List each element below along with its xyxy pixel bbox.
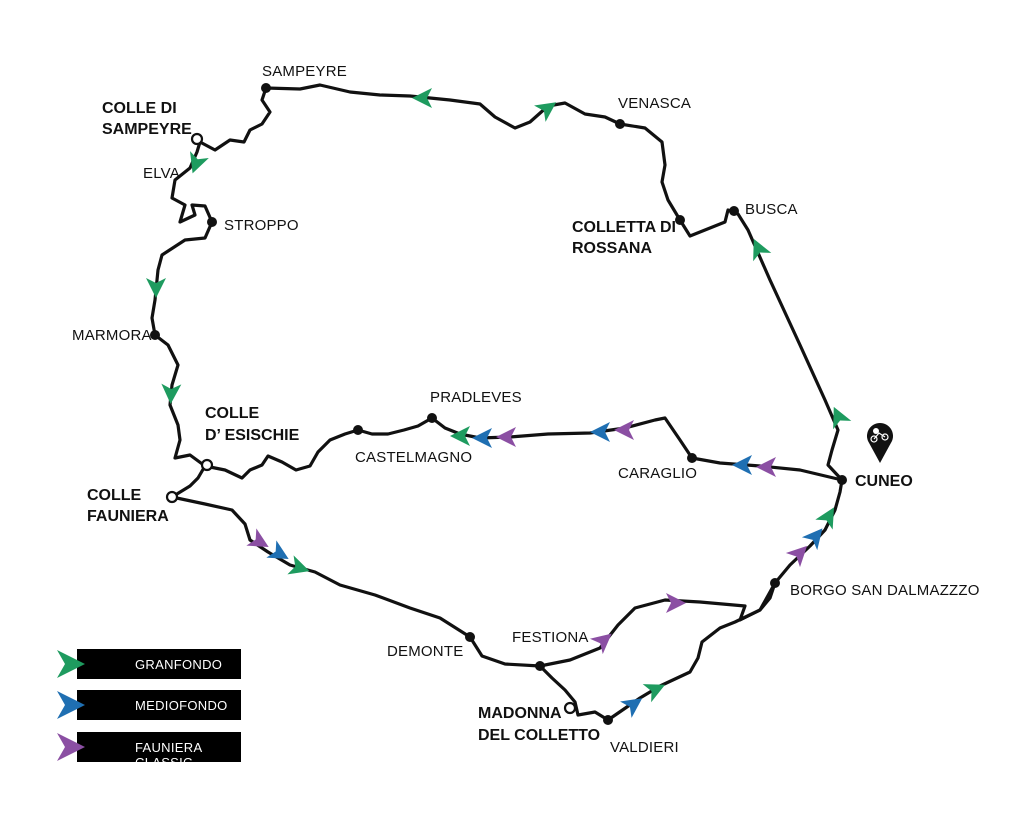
- green-arrow-icon: [412, 88, 432, 108]
- town-dot-castelmagno: [353, 425, 363, 435]
- legend-label: GRANFONDO: [135, 657, 223, 672]
- purple-arrow-icon: [246, 528, 269, 547]
- purple-arrow-icon: [666, 593, 686, 613]
- route-festiona-borgo: [538, 581, 777, 668]
- legend-item-granfondo: GRANFONDO: [55, 648, 241, 680]
- cyclist-location-pin-icon: [867, 423, 893, 463]
- legend-item-mediofondo: MEDIOFONDO: [55, 689, 241, 721]
- green-arrow-icon: [190, 151, 209, 174]
- pass-marker-madonna: [563, 701, 577, 715]
- label-castelmagno: CASTELMAGNO: [355, 449, 472, 466]
- label-colle-fauniera-line1: COLLE: [87, 487, 142, 504]
- town-dot-colletta: [675, 215, 685, 225]
- pass-marker-colle-sampeyre: [190, 132, 204, 146]
- purple-arrow-icon: [756, 457, 776, 477]
- label-colletta-line2: ROSSANA: [572, 240, 652, 257]
- purple-arrow-icon: [57, 733, 85, 761]
- town-dot-pradleves: [427, 413, 437, 423]
- label-stroppo: STROPPO: [224, 217, 299, 234]
- route-grana-valley: [203, 416, 844, 482]
- town-dot-caraglio: [687, 453, 697, 463]
- town-dot-busca: [729, 206, 739, 216]
- label-venasca: VENASCA: [618, 95, 691, 112]
- legend-label: FAUNIERA CLASSIC: [135, 740, 202, 770]
- green-arrow-icon: [753, 238, 772, 262]
- legend-bar: MEDIOFONDO: [77, 690, 241, 720]
- blue-arrow-icon: [732, 455, 752, 475]
- green-arrow-icon: [534, 102, 557, 122]
- label-cuneo: CUNEO: [855, 473, 913, 490]
- town-dot-demonte: [465, 632, 475, 642]
- label-madonna-line1: MADONNA: [478, 705, 562, 722]
- route-valdieri-cuneo: [606, 478, 844, 722]
- route-sampeyre-cuneo: [264, 83, 844, 482]
- direction-arrows: [146, 88, 852, 718]
- legend-label: MEDIOFONDO: [135, 698, 228, 713]
- legend-item-fauniera-classic: FAUNIERA CLASSIC: [55, 731, 241, 770]
- town-dot-marmora: [150, 330, 160, 340]
- label-colle-fauniera-line2: FAUNIERA: [87, 508, 169, 525]
- town-dot-valdieri: [603, 715, 613, 725]
- label-marmora: MARMORA: [72, 327, 152, 344]
- town-dot-sampeyre: [261, 83, 271, 93]
- town-labels: SAMPEYRE VENASCA BUSCA COLLETTA DI ROSSA…: [72, 63, 980, 756]
- label-sampeyre: SAMPEYRE: [262, 63, 347, 80]
- label-borgo: BORGO SAN DALMAZZZO: [790, 582, 980, 599]
- blue-arrow-icon: [472, 428, 492, 448]
- blue-arrow-icon: [620, 698, 643, 718]
- label-elva: ELVA: [143, 165, 180, 182]
- blue-arrow-icon: [57, 691, 85, 719]
- label-colle-sampeyre-line1: COLLE DI: [102, 100, 177, 117]
- label-madonna-line2: DEL COLLETTO: [478, 727, 600, 744]
- green-arrow-icon: [815, 507, 834, 530]
- legend-bar: FAUNIERA CLASSIC: [77, 732, 241, 770]
- label-pradleves: PRADLEVES: [430, 389, 522, 406]
- label-demonte: DEMONTE: [387, 643, 463, 660]
- green-arrow-icon: [833, 406, 852, 430]
- green-arrow-icon: [57, 650, 85, 678]
- town-dot-borgo: [770, 578, 780, 588]
- town-dot-venasca: [615, 119, 625, 129]
- route-to-fauniera: [170, 464, 207, 499]
- blue-arrow-icon: [590, 422, 610, 442]
- blue-arrow-icon: [801, 528, 823, 551]
- route-stura-valley: [170, 495, 610, 722]
- green-arrow-icon: [161, 383, 182, 404]
- purple-arrow-icon: [785, 545, 808, 568]
- label-festiona: FESTIONA: [512, 629, 589, 646]
- label-colle-esischie-line2: D’ ESISCHIE: [205, 427, 300, 444]
- label-valdieri: VALDIERI: [610, 739, 679, 756]
- label-colle-esischie-line1: COLLE: [205, 405, 260, 422]
- green-arrow-icon: [287, 555, 310, 575]
- label-colle-sampeyre-line2: SAMPEYRE: [102, 121, 192, 138]
- pass-marker-colle-fauniera: [165, 490, 179, 504]
- label-caraglio: CARAGLIO: [618, 465, 697, 482]
- legend-bar: GRANFONDO: [77, 649, 241, 679]
- label-colletta-line1: COLLETTA DI: [572, 219, 676, 236]
- town-dot-cuneo: [837, 475, 847, 485]
- green-arrow-icon: [450, 426, 470, 446]
- label-busca: BUSCA: [745, 201, 798, 218]
- town-dot-festiona: [535, 661, 545, 671]
- pass-marker-colle-esischie: [200, 458, 214, 472]
- blue-arrow-icon: [266, 540, 289, 559]
- purple-arrow-icon: [496, 427, 516, 447]
- purple-arrow-icon: [614, 420, 634, 440]
- town-markers: [150, 83, 847, 725]
- purple-arrow-icon: [589, 633, 612, 655]
- town-dot-stroppo: [207, 217, 217, 227]
- green-arrow-icon: [146, 278, 166, 298]
- green-arrow-icon: [642, 684, 666, 703]
- route-lines: [150, 83, 844, 722]
